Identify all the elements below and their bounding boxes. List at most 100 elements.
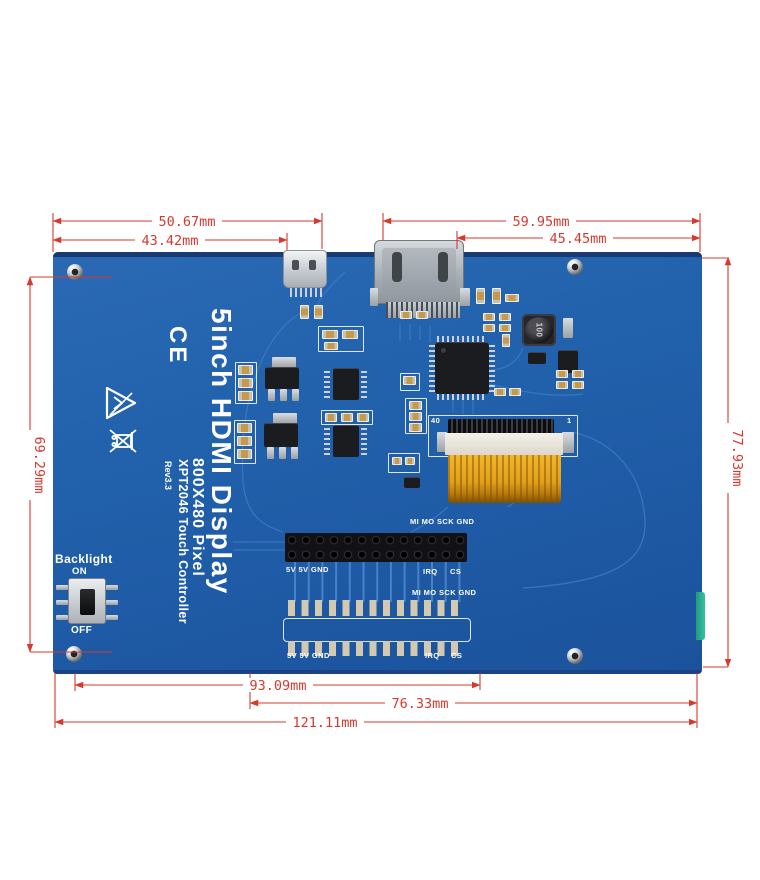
dim-label-bottom-inner: 93.09mm bbox=[250, 678, 307, 694]
chip-pins-top bbox=[437, 336, 487, 343]
dim-label-top-left-outer: 50.67mm bbox=[159, 214, 216, 230]
regulator-tab bbox=[273, 413, 297, 424]
chip-pin1-dot bbox=[441, 348, 446, 353]
dim-label-top-left-inner: 43.42mm bbox=[142, 233, 199, 249]
board-revision: Rev3.3 bbox=[163, 461, 173, 491]
resistor bbox=[237, 423, 252, 433]
resistor bbox=[342, 330, 358, 339]
dim-label-bottom-outer: 121.11mm bbox=[292, 715, 357, 731]
capacitor bbox=[563, 318, 573, 338]
weee-bin-icon bbox=[109, 429, 137, 453]
fpc-contacts bbox=[448, 419, 554, 433]
pads-silkscreen-bracket bbox=[283, 618, 471, 642]
resistor bbox=[409, 401, 422, 410]
soic-chip bbox=[333, 368, 359, 400]
voltage-regulator bbox=[264, 423, 298, 447]
soic-pins bbox=[361, 427, 367, 455]
regulator-leg bbox=[292, 389, 299, 401]
resistor bbox=[400, 311, 412, 319]
resistor bbox=[483, 324, 495, 332]
power-inductor: 100 bbox=[522, 314, 556, 346]
backlight-on-label: ON bbox=[72, 566, 88, 577]
inductor-coil bbox=[525, 317, 553, 343]
resistor bbox=[357, 413, 369, 422]
header-cs-label: CS bbox=[450, 567, 462, 576]
resistor bbox=[556, 370, 568, 378]
resistor bbox=[405, 457, 415, 465]
resistor bbox=[572, 381, 584, 389]
resistor bbox=[416, 311, 428, 319]
resistor bbox=[409, 423, 422, 432]
pads-irq-label: IRQ bbox=[425, 651, 440, 660]
chip-pins-right bbox=[488, 344, 495, 392]
silkscreen-outline bbox=[405, 398, 427, 434]
resistor bbox=[237, 449, 252, 459]
solder-pad-row bbox=[288, 600, 465, 616]
ce-mark: CE bbox=[164, 326, 191, 366]
soic-pins bbox=[324, 370, 330, 398]
pcb-board: 5inch HDMI Display 800X480 Pixel XPT2046… bbox=[53, 240, 705, 674]
soic-chip bbox=[333, 425, 359, 457]
resistor bbox=[324, 342, 338, 350]
dim-label-bottom-mid: 76.33mm bbox=[392, 696, 449, 712]
chip-pins-bottom bbox=[437, 393, 487, 400]
dim-label-top-right-inner: 45.45mm bbox=[550, 231, 607, 247]
regulator-tab bbox=[272, 357, 296, 368]
micro-usb-slot bbox=[309, 260, 316, 270]
regulator-leg bbox=[280, 389, 287, 401]
board-touch-controller: XPT2046 Touch Controller bbox=[176, 459, 190, 624]
resistor bbox=[237, 436, 252, 446]
resistor bbox=[505, 294, 519, 302]
switch-leg bbox=[56, 615, 68, 620]
capacitor bbox=[314, 305, 323, 319]
pads-spi-labels: MI MO SCK GND bbox=[412, 588, 477, 597]
switch-leg bbox=[56, 585, 68, 590]
fpc-latch bbox=[562, 432, 574, 453]
pin-header-2x13 bbox=[285, 533, 467, 562]
board-title: 5inch HDMI Display bbox=[206, 308, 237, 595]
board-resolution: 800X480 Pixel bbox=[189, 458, 206, 577]
pads-cs-label: CS bbox=[451, 651, 463, 660]
dim-label-left-height: 69.29mm bbox=[31, 437, 47, 494]
backlight-off-label: OFF bbox=[71, 625, 93, 636]
regulator-leg bbox=[279, 447, 286, 459]
silkscreen-outline bbox=[400, 373, 420, 391]
hdmi-mount-tab bbox=[460, 288, 470, 306]
inductor-marking: 100 bbox=[534, 322, 544, 338]
resistor bbox=[238, 365, 253, 375]
mounting-screw bbox=[67, 264, 83, 280]
mounting-screw bbox=[567, 259, 583, 275]
fpc-pin1-label: 1 bbox=[567, 416, 572, 425]
silkscreen-outline bbox=[388, 453, 420, 473]
switch-leg bbox=[106, 600, 118, 605]
soic8-chip bbox=[558, 350, 578, 373]
backlight-switch-slider[interactable] bbox=[80, 589, 95, 615]
lcd-tab bbox=[696, 592, 705, 640]
resistor bbox=[556, 381, 568, 389]
dim-label-right-height: 77.93mm bbox=[729, 430, 745, 487]
resistor bbox=[502, 334, 510, 347]
lcd-flex-cable bbox=[448, 455, 561, 503]
switch-leg bbox=[106, 615, 118, 620]
solder-pad-row bbox=[288, 641, 465, 656]
header-power-labels: 5V 5V GND bbox=[286, 565, 329, 574]
mounting-screw bbox=[66, 646, 82, 662]
hdmi-slot bbox=[438, 252, 448, 282]
chip-pins-left bbox=[429, 344, 436, 392]
resistor bbox=[494, 388, 506, 396]
dim-label-top-right-outer: 59.95mm bbox=[513, 214, 570, 230]
resistor bbox=[325, 413, 337, 422]
resistor bbox=[572, 370, 584, 378]
sot23-transistor bbox=[404, 477, 420, 488]
switch-leg bbox=[106, 585, 118, 590]
pads-power-labels: 5V 5V GND bbox=[287, 651, 330, 660]
mounting-screw bbox=[567, 648, 583, 664]
hdmi-slot bbox=[392, 252, 402, 282]
resistor bbox=[499, 324, 511, 332]
voltage-regulator bbox=[265, 367, 299, 389]
resistor bbox=[403, 376, 416, 385]
resistor bbox=[341, 413, 353, 422]
fpc-connector bbox=[445, 433, 563, 455]
resistor bbox=[238, 378, 253, 388]
